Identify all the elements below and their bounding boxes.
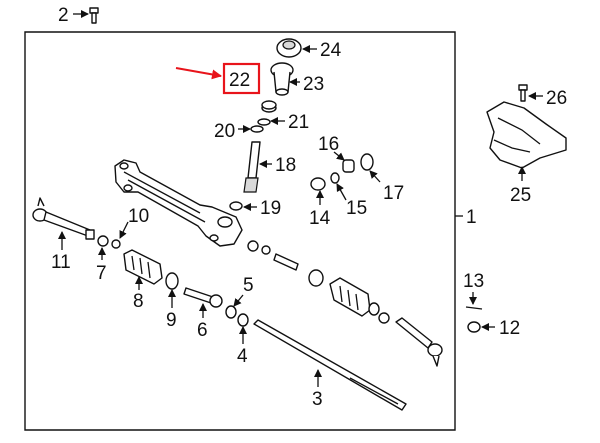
rack-bar-3-drawing	[253, 319, 407, 411]
rack-components-right-drawing	[247, 240, 390, 324]
callout-21: 21	[288, 112, 309, 133]
callout-15: 15	[346, 198, 367, 219]
ring-17-drawing	[360, 153, 374, 171]
washer-5-drawing	[225, 305, 237, 319]
callout-1: 1	[466, 207, 477, 228]
bushing-4-drawing	[237, 313, 249, 327]
callout-14: 14	[309, 208, 331, 229]
nut-7-drawing	[97, 235, 109, 247]
callout-25: 25	[510, 185, 531, 206]
leader-17	[369, 170, 381, 183]
callout-9: 9	[166, 310, 177, 331]
callout-20: 20	[214, 121, 235, 142]
cap-24-drawing	[276, 38, 302, 58]
callout-7: 7	[96, 263, 107, 284]
leader-10	[119, 221, 129, 239]
leader-5	[233, 294, 244, 307]
callout-11: 11	[51, 252, 71, 273]
callout-22: 22	[229, 70, 250, 91]
bushing-16-drawing	[342, 159, 355, 173]
nut-12-drawing	[467, 321, 481, 333]
callout-24: 24	[320, 40, 342, 61]
clamp-9-drawing	[165, 272, 179, 290]
seal-15-drawing	[330, 172, 340, 184]
callout-4: 4	[237, 346, 248, 367]
heat-shield-25-drawing	[486, 101, 567, 169]
assembly-frame	[24, 31, 456, 431]
plug-23-drawing	[270, 62, 294, 96]
highlight-box-22	[222, 62, 261, 95]
leader-16	[333, 151, 345, 161]
callout-8: 8	[133, 291, 144, 312]
callout-2: 2	[58, 5, 69, 26]
callout-12: 12	[499, 318, 520, 339]
nut-19-drawing	[229, 201, 243, 211]
callout-10: 10	[128, 206, 149, 227]
callout-23: 23	[303, 74, 324, 95]
bolt-2-drawing	[89, 7, 99, 24]
callout-16: 16	[318, 134, 339, 155]
callout-19: 19	[260, 198, 281, 219]
callout-17: 17	[383, 183, 404, 204]
pin-13-drawing	[465, 306, 483, 310]
tie-rod-end-right-drawing	[395, 317, 443, 367]
boot-8-drawing	[123, 249, 163, 285]
callout-26: 26	[546, 88, 567, 109]
washer-20-drawing	[250, 125, 264, 133]
washer-21-drawing	[257, 118, 271, 126]
callout-13: 13	[463, 271, 484, 292]
inner-tie-rod-6-drawing	[183, 287, 223, 308]
nut-10-drawing	[111, 239, 121, 249]
bolt-26-drawing	[518, 84, 528, 102]
leader-15	[336, 183, 347, 201]
callout-6: 6	[197, 320, 208, 341]
rack-housing-drawing	[114, 159, 243, 247]
callout-18: 18	[275, 155, 296, 176]
highlight-arrow-22	[175, 67, 222, 80]
callout-3: 3	[312, 389, 323, 410]
spring-22-drawing	[261, 100, 277, 113]
bushing-14-drawing	[310, 177, 326, 191]
callout-5: 5	[243, 275, 254, 296]
pinion-shaft-18-drawing	[243, 141, 261, 193]
tie-rod-end-11-drawing	[32, 197, 95, 240]
